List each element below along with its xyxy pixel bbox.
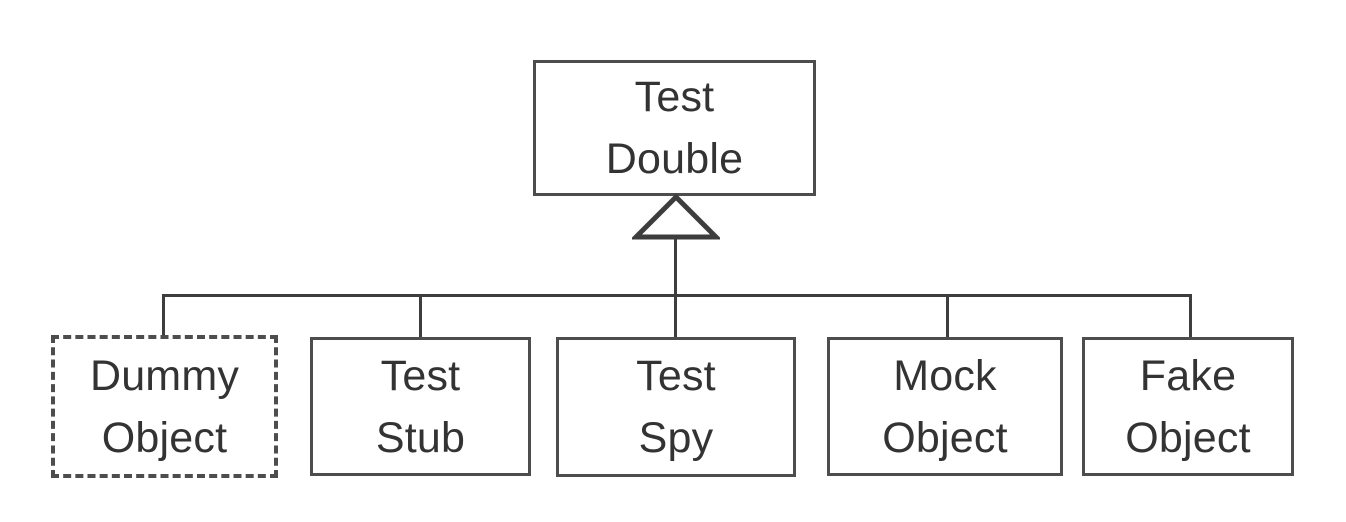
class-box-test-stub[interactable]: Test Stub xyxy=(310,337,531,476)
class-name-line-1: Dummy xyxy=(89,351,240,400)
class-box-test-double[interactable]: Test Double xyxy=(533,60,816,196)
class-name-line-1: Test xyxy=(634,73,715,121)
class-name-line-2: Spy xyxy=(638,414,714,462)
class-name-line-1: Mock xyxy=(893,351,997,400)
connector-leg-fake-object xyxy=(1189,294,1192,339)
class-box-test-spy[interactable]: Test Spy xyxy=(556,337,796,477)
class-box-fake-object[interactable]: Fake Object xyxy=(1082,337,1294,476)
class-name-line-1: Test xyxy=(636,352,716,400)
class-box-mock-object[interactable]: Mock Object xyxy=(827,337,1063,476)
connector-bus xyxy=(162,294,1192,297)
connector-stem xyxy=(674,236,677,338)
class-name-line-2: Stub xyxy=(375,413,466,462)
class-name-line-1: Fake xyxy=(1139,351,1237,400)
class-name-line-1: Test xyxy=(380,351,461,400)
class-name-line-2: Double xyxy=(605,135,744,183)
class-name-line-2: Object xyxy=(101,413,228,462)
class-box-dummy-object[interactable]: Dummy Object xyxy=(51,335,278,478)
connector-leg-test-stub xyxy=(419,294,422,339)
connector-leg-mock-object xyxy=(946,294,949,339)
generalization-triangle-icon xyxy=(629,193,723,241)
connector-leg-dummy-object xyxy=(162,294,165,339)
class-name-line-2: Object xyxy=(882,413,1008,462)
class-name-line-2: Object xyxy=(1125,413,1251,462)
